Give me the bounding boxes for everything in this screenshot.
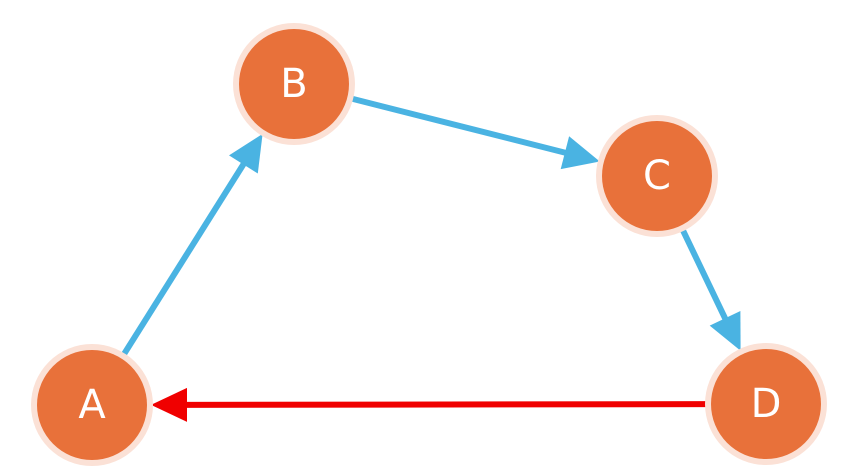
node-b-circle <box>239 29 349 139</box>
node-a: A <box>31 344 153 466</box>
node-b-label: B <box>280 61 307 107</box>
node-b: B <box>233 23 355 145</box>
node-c-circle <box>602 121 712 231</box>
edge-b-c-line <box>350 95 570 157</box>
edge-b-c-arrowhead <box>560 136 600 170</box>
edge-a-b-line <box>120 159 249 357</box>
node-d-label: D <box>751 381 782 427</box>
edge-c-d-arrowhead <box>709 311 741 351</box>
edge-b-c <box>350 95 600 170</box>
edge-c-d-line <box>679 227 730 324</box>
node-d-circle <box>711 349 821 459</box>
edge-d-a-line <box>182 401 708 408</box>
edge-d-a-arrowhead <box>151 387 187 422</box>
node-c: C <box>596 115 718 237</box>
node-d: D <box>705 343 827 465</box>
edge-a-b <box>120 133 263 357</box>
node-c-label: C <box>643 153 671 199</box>
edge-a-b-arrowhead <box>229 133 263 174</box>
edge-d-a <box>151 387 708 422</box>
edge-c-d <box>679 227 741 351</box>
node-a-circle <box>37 350 147 460</box>
edges-layer <box>120 95 741 422</box>
node-a-label: A <box>78 382 106 428</box>
